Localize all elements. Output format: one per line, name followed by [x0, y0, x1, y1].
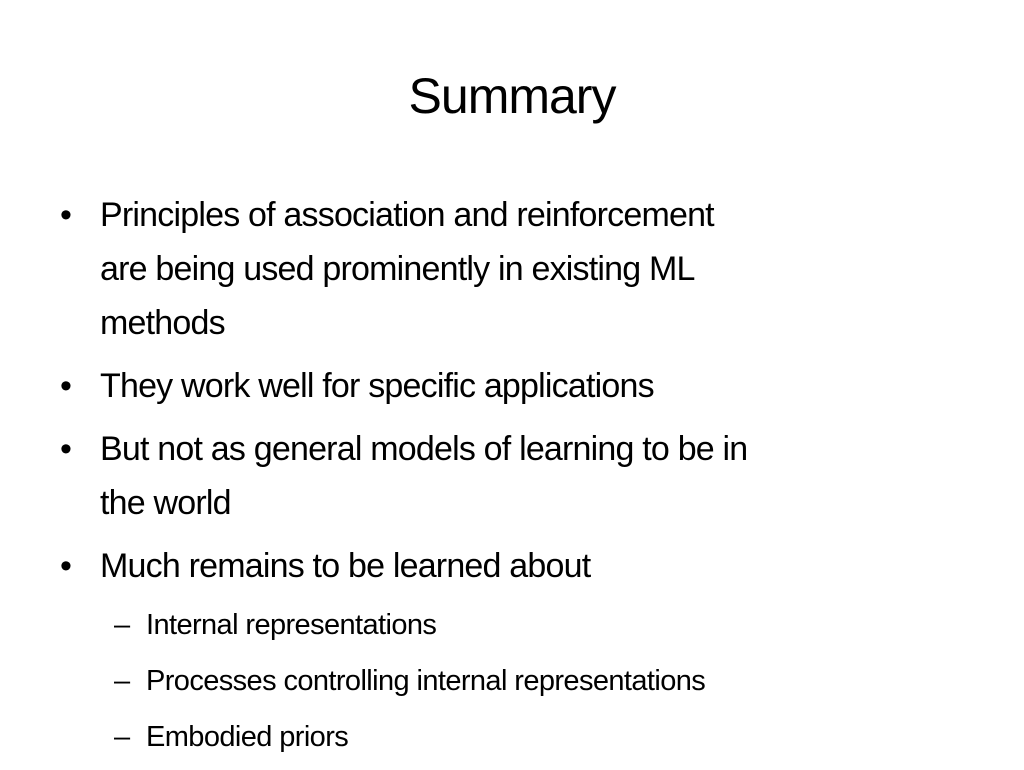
bullet-icon: • [60, 196, 72, 234]
sub-bullet-item: – Embodied priors [58, 714, 978, 760]
dash-icon: – [114, 721, 130, 753]
bullet-item: • They work well for specific applicatio… [58, 359, 978, 413]
dash-icon: – [114, 665, 130, 697]
bullet-icon: • [60, 430, 72, 468]
sub-bullet-text: Internal representations [146, 609, 437, 641]
sub-bullet-item: – Processes controlling internal represe… [58, 658, 978, 704]
slide-title: Summary [408, 68, 617, 124]
bullet-line: But not as general models of learning to… [100, 430, 748, 468]
bullet-item: • Much remains to be learned about [58, 539, 978, 593]
bullet-line: methods [100, 304, 226, 342]
dash-icon: – [114, 609, 130, 641]
bullet-icon: • [60, 367, 72, 405]
bullet-line: the world [100, 484, 232, 522]
bullet-icon: • [60, 547, 72, 585]
sub-bullet-item: – Internal representations [58, 602, 978, 648]
bullet-line: They work well for specific applications [100, 367, 655, 405]
bullet-line: are being used prominently in existing M… [100, 250, 695, 288]
bullet-line: Principles of association and reinforcem… [100, 196, 715, 234]
bullet-line: Much remains to be learned about [100, 547, 591, 585]
bullet-item: • Principles of association and reinforc… [58, 188, 978, 350]
slide-body: • Principles of association and reinforc… [58, 188, 978, 770]
bullet-item: • But not as general models of learning … [58, 422, 978, 530]
sub-bullet-text: Embodied priors [146, 721, 349, 753]
sub-bullet-text: Processes controlling internal represent… [146, 665, 706, 697]
